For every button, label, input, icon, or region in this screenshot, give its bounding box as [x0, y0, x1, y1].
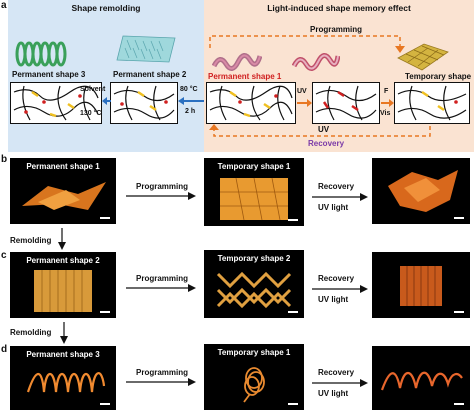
recovered-sheet-shape — [388, 170, 458, 212]
permanent-shape-3-label: Permanent shape 3 — [12, 70, 86, 79]
arrow-d-2 — [312, 379, 368, 387]
scale-bar — [288, 403, 298, 405]
wavy-strip-illustration-2 — [292, 53, 340, 71]
remolding-2-arrow — [60, 322, 68, 344]
arrow-c-2 — [312, 285, 368, 293]
folded-sheet-shape — [220, 177, 288, 221]
photo-b-temporary: Temporary shape 1 — [204, 158, 304, 226]
panel-d-label: d — [1, 344, 8, 355]
permanent-shape-2-label: Permanent shape 2 — [113, 70, 187, 79]
panel-b-label: b — [1, 154, 8, 165]
arrow-c-1 — [126, 284, 196, 292]
photo-c-temporary: Temporary shape 2 — [204, 250, 304, 318]
lattice-shape — [216, 271, 292, 309]
vis-label: Vis — [380, 110, 391, 117]
arrow-d-1 — [126, 378, 196, 386]
network-box-permanent-3 — [10, 82, 102, 124]
recovery-b-label: Recovery — [318, 182, 355, 191]
network-box-temporary — [394, 82, 470, 124]
programming-arrow — [209, 35, 405, 53]
scale-bar — [288, 219, 298, 221]
photo-c-recovered — [372, 252, 470, 318]
uv-arrow — [297, 99, 312, 107]
solvent-arrow — [102, 97, 111, 105]
wavy-strip-illustration — [212, 53, 262, 71]
network-box-permanent-1 — [206, 82, 296, 124]
spring-illustration — [15, 41, 67, 67]
recovery-arrow — [209, 124, 431, 137]
panel-a-left-bg — [8, 0, 204, 152]
uv-label: UV — [297, 88, 307, 95]
sheet-illustration — [116, 35, 176, 63]
scale-bar — [288, 311, 298, 313]
temporary-shape-label: Temporary shape — [405, 72, 472, 81]
recovered-pleated-shape — [400, 266, 442, 306]
panel-a-label: a — [1, 0, 7, 11]
shape-memory-header: Light-induced shape memory effect — [267, 3, 411, 13]
force-vis-arrow — [381, 99, 394, 107]
photo-c-left-title: Permanent shape 2 — [26, 256, 100, 265]
compressed-coil-shape — [243, 367, 265, 403]
scale-bar — [100, 217, 110, 219]
force-label: F — [384, 88, 389, 95]
shape-remolding-header: Shape remolding — [71, 3, 141, 13]
remolding-1-arrow — [58, 228, 66, 250]
helix-shape — [26, 372, 106, 393]
photo-b-recovered — [372, 158, 470, 224]
uv-light-d-label: UV light — [318, 389, 349, 398]
solvent-label: Solvent — [80, 86, 106, 93]
folded-sheet-illustration — [397, 43, 449, 71]
photo-c-middle-title: Temporary shape 2 — [217, 254, 291, 263]
recovery-d-label: Recovery — [318, 368, 355, 377]
uv-bottom-label: UV — [318, 125, 330, 134]
photo-d-temporary: Temporary shape 1 — [204, 344, 304, 410]
photo-b-permanent: Permanent shape 1 — [10, 158, 116, 224]
permanent-shape-1-label: Permanent shape 1 — [208, 72, 282, 81]
photo-d-left-title: Permanent shape 3 — [26, 350, 100, 359]
recovered-helix-shape — [380, 371, 463, 391]
panel-c-label: c — [1, 250, 7, 261]
panel-a-right-bg — [204, 0, 474, 152]
scale-bar — [454, 217, 464, 219]
arrow-b-1 — [126, 192, 196, 200]
programming-c-label: Programming — [136, 274, 189, 283]
uv-light-c-label: UV light — [318, 295, 349, 304]
temp-130-label: 130 °C — [80, 110, 102, 117]
network-box-permanent-2 — [110, 82, 178, 124]
heat-arrow — [178, 97, 204, 105]
photo-b-left-title: Permanent shape 1 — [26, 162, 100, 171]
scale-bar — [454, 311, 464, 313]
photo-c-permanent: Permanent shape 2 — [10, 252, 116, 318]
curled-sheet-shape — [22, 182, 106, 210]
network-box-intermediate — [312, 82, 380, 124]
recovery-label: Recovery — [308, 139, 345, 148]
uv-light-b-label: UV light — [318, 203, 349, 212]
time-2h-label: 2 h — [185, 108, 196, 115]
programming-d-label: Programming — [136, 368, 189, 377]
remolding-2-label: Remolding — [10, 328, 52, 337]
arrow-b-2 — [312, 193, 368, 201]
pleated-sheet-shape — [34, 270, 92, 312]
photo-d-middle-title: Temporary shape 1 — [217, 348, 291, 357]
photo-b-middle-title: Temporary shape 1 — [217, 162, 291, 171]
temp-80-label: 80 °C — [180, 86, 198, 93]
programming-label: Programming — [310, 25, 363, 34]
scale-bar — [454, 403, 464, 405]
scale-bar — [100, 311, 110, 313]
recovery-c-label: Recovery — [318, 274, 355, 283]
scale-bar — [100, 403, 110, 405]
programming-b-label: Programming — [136, 182, 189, 191]
photo-d-recovered — [372, 346, 470, 410]
photo-d-permanent: Permanent shape 3 — [10, 346, 116, 410]
remolding-1-label: Remolding — [10, 236, 52, 245]
